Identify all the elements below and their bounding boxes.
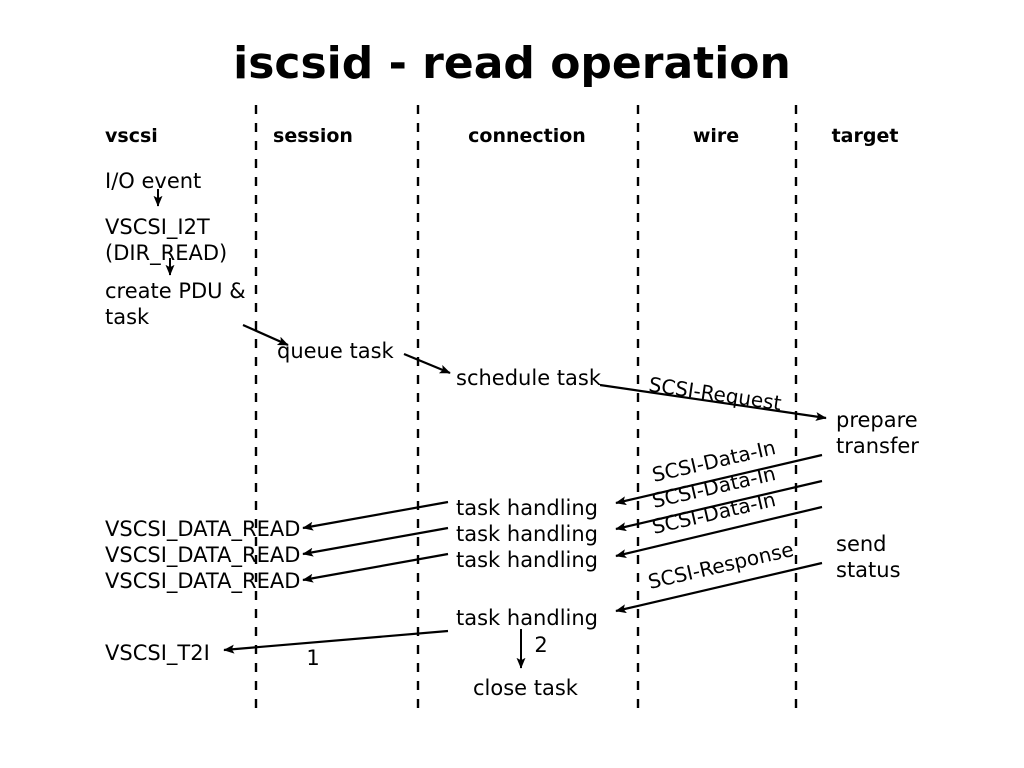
node-task-handling-3: task handling xyxy=(456,548,598,572)
arrow-scsi-data-in-2 xyxy=(615,479,823,532)
node-vscsi-t2i: VSCSI_T2I xyxy=(105,641,210,666)
arrow-task-handling-to-read-3 xyxy=(302,552,449,583)
column-header-connection: connection xyxy=(468,125,586,147)
arrow-task-handling-to-read-1 xyxy=(302,500,449,531)
column-header-vscsi: vscsi xyxy=(105,125,158,147)
wire-label-scsi-response: SCSI-Response xyxy=(646,537,796,594)
node-queue-task: queue task xyxy=(277,339,395,363)
arrow-queue-to-schedule xyxy=(403,352,451,375)
node-create-pdu-line1: create PDU & xyxy=(105,279,246,303)
node-create-pdu-line2: task xyxy=(105,305,150,329)
node-vscsi-data-read-2: VSCSI_DATA_READ xyxy=(105,543,300,568)
node-task-handling-2: task handling xyxy=(456,522,598,546)
wire-label-scsi-request: SCSI-Request xyxy=(647,372,783,415)
arrow-scsi-data-in-1 xyxy=(615,453,823,506)
arrow-scsi-response xyxy=(615,561,823,614)
arrow-scsi-data-in-3 xyxy=(615,505,823,559)
node-io-event: I/O event xyxy=(105,169,201,193)
node-vscsi-i2t-line2: (DIR_READ) xyxy=(105,241,227,266)
arrow-scsi-request xyxy=(599,383,827,421)
node-vscsi-data-read-1: VSCSI_DATA_READ xyxy=(105,517,300,542)
arrow-task-handling-to-t2i xyxy=(223,629,449,654)
step-number-two: 2 xyxy=(534,633,547,657)
step-number-one: 1 xyxy=(306,646,319,670)
column-header-wire: wire xyxy=(693,125,739,147)
column-header-target: target xyxy=(832,125,899,147)
node-prepare-transfer-line1: prepare xyxy=(836,408,918,432)
node-close-task: close task xyxy=(473,676,579,700)
arrow-task-handling-to-read-2 xyxy=(302,526,449,557)
column-header-session: session xyxy=(273,125,353,147)
node-send-status-line2: status xyxy=(836,558,901,582)
arrow-create-to-queue xyxy=(242,323,289,347)
node-send-status-line1: send xyxy=(836,532,887,556)
node-prepare-transfer-line2: transfer xyxy=(836,434,919,458)
node-task-handling-1: task handling xyxy=(456,496,598,520)
node-task-handling-4: task handling xyxy=(456,606,598,630)
page-title: iscsid - read operation xyxy=(233,38,791,89)
node-schedule-task: schedule task xyxy=(456,366,602,390)
node-vscsi-data-read-3: VSCSI_DATA_READ xyxy=(105,569,300,594)
node-vscsi-i2t-line1: VSCSI_I2T xyxy=(105,215,210,240)
